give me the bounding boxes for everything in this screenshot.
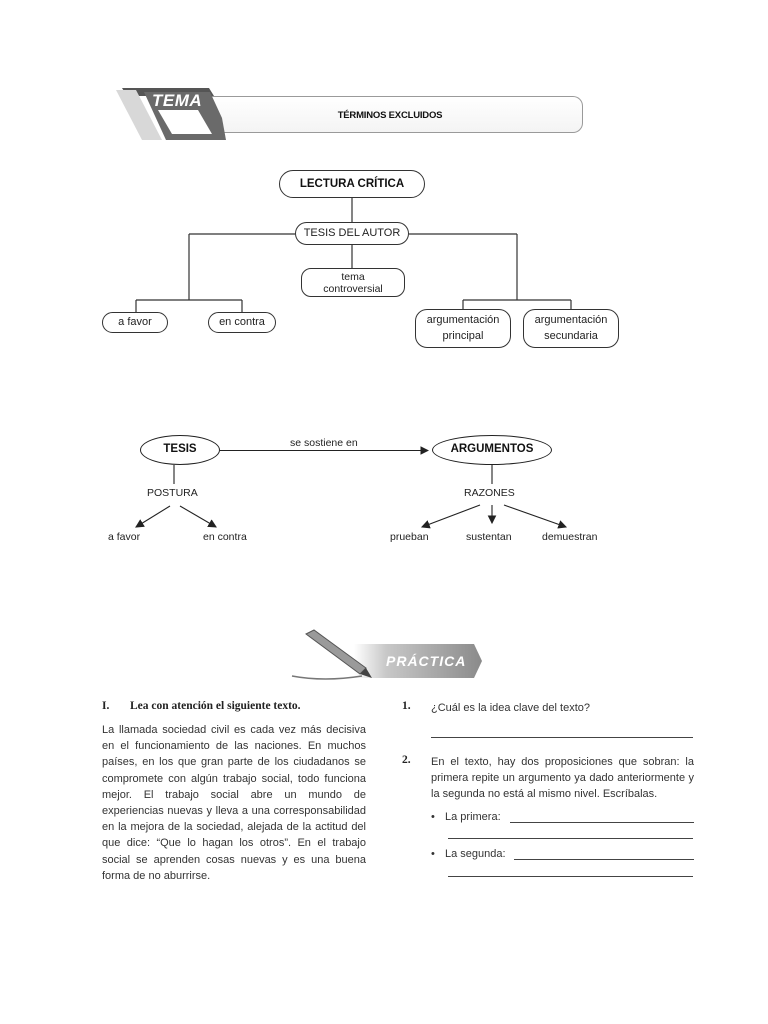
- demuestran-label: demuestran: [542, 531, 598, 543]
- a-favor-label: a favor: [108, 531, 141, 543]
- for-node: a favor: [102, 312, 168, 333]
- bullet-icon: •: [431, 811, 435, 823]
- practica-banner-graphic: [291, 629, 482, 680]
- topic-line-2: controversial: [323, 283, 383, 295]
- bullet-label-primera: La primera:: [445, 811, 501, 823]
- main-argument-line-1: argumentación: [426, 314, 500, 326]
- relation-map-arrows: [135, 446, 568, 529]
- arrow-label: se sostiene en: [290, 437, 358, 449]
- section-heading: Lea con atención el siguiente texto.: [130, 700, 301, 712]
- pencil-icon: [291, 629, 372, 680]
- bullet-primera: • La primera:: [431, 811, 501, 823]
- answer-line-segunda[interactable]: [514, 859, 694, 860]
- answer-line-1[interactable]: [431, 737, 693, 738]
- concept-map-connectors: [135, 198, 572, 312]
- section-number: I.: [102, 700, 110, 712]
- secondary-argument-line-1: argumentación: [534, 314, 608, 326]
- razones-label: RAZONES: [464, 487, 515, 499]
- bullet-segunda: • La segunda:: [431, 848, 506, 860]
- tema-label: TEMA: [152, 91, 203, 110]
- secondary-argument-node: argumentación secundaria: [523, 309, 619, 348]
- bullet-label-segunda: La segunda:: [445, 848, 506, 860]
- topic-node: tema controversial: [301, 268, 405, 297]
- question-2-text: En el texto, hay dos proposiciones que s…: [431, 756, 694, 800]
- page-title: TÉRMINOS EXCLUIDOS: [337, 110, 443, 121]
- postura-label: POSTURA: [147, 487, 198, 499]
- tema-tab-graphic: [116, 88, 226, 140]
- main-argument-line-2: principal: [442, 330, 484, 342]
- thesis-node: TESIS DEL AUTOR: [295, 222, 409, 245]
- tesis-oval: TESIS: [140, 435, 220, 465]
- against-node: en contra: [208, 312, 276, 333]
- answer-line-primera[interactable]: [510, 822, 694, 823]
- answer-line-segunda-2[interactable]: [448, 876, 693, 877]
- sustentan-label: sustentan: [466, 531, 512, 543]
- reading-paragraph: La llamada sociedad civil es cada vez má…: [102, 724, 366, 882]
- en-contra-label: en contra: [203, 531, 247, 543]
- answer-line-primera-2[interactable]: [448, 838, 693, 839]
- main-argument-node: argumentación principal: [415, 309, 511, 348]
- secondary-argument-line-2: secundaria: [544, 330, 598, 342]
- topic-line-1: tema: [341, 271, 365, 283]
- practica-title: PRÁCTICA: [386, 653, 467, 669]
- question-2-number: 2.: [402, 754, 411, 766]
- title-bar: [200, 96, 583, 133]
- prueban-label: prueban: [390, 531, 429, 543]
- question-1-text: ¿Cuál es la idea clave del texto?: [431, 702, 590, 714]
- argumentos-oval: ARGUMENTOS: [432, 435, 552, 465]
- root-node-lectura-critica: LECTURA CRÍTICA: [279, 170, 425, 198]
- bullet-icon: •: [431, 848, 435, 860]
- question-1-number: 1.: [402, 700, 411, 712]
